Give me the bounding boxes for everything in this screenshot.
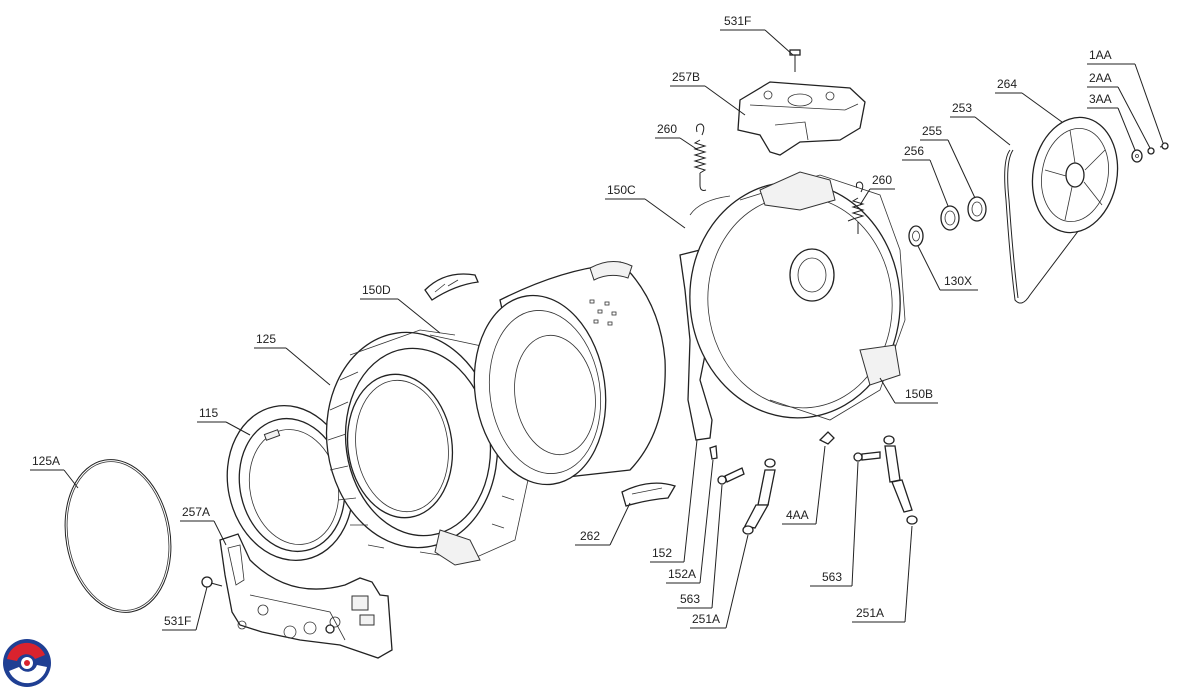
label-130X: 130X	[944, 274, 972, 288]
label-262: 262	[580, 529, 600, 543]
part-257A-front-counterweight	[201, 533, 393, 659]
label-257B: 257B	[672, 70, 700, 84]
label-2AA: 2AA	[1089, 71, 1112, 85]
part-264-pulley	[1031, 116, 1119, 234]
label-264: 264	[997, 77, 1017, 91]
company-logo-icon	[3, 639, 51, 687]
part-563-bolt-left	[717, 467, 745, 485]
part-150D-bracket	[424, 273, 479, 301]
label-563-left: 563	[680, 592, 700, 606]
part-262-lifter	[621, 482, 676, 507]
part-125A-seal-ring	[64, 459, 172, 613]
part-563-bolt-right	[853, 451, 881, 462]
part-4AA-clip	[818, 431, 835, 445]
label-150B: 150B	[905, 387, 933, 401]
part-130X-seal	[908, 225, 924, 247]
label-152: 152	[652, 546, 672, 560]
label-255: 255	[922, 124, 942, 138]
label-125: 125	[256, 332, 276, 346]
label-251A-right: 251A	[856, 606, 884, 620]
part-labels: 531F 257B 260 150C 260 1AA 2AA 3AA 264 2…	[32, 14, 1112, 628]
part-2AA-washer	[1147, 147, 1155, 155]
label-563-right: 563	[822, 570, 842, 584]
part-drum	[473, 261, 666, 486]
label-260-left: 260	[657, 122, 677, 136]
part-150B-rear-tub	[689, 171, 906, 421]
label-150C: 150C	[607, 183, 636, 197]
label-150D: 150D	[362, 283, 391, 297]
leader-lines	[30, 29, 1164, 631]
part-3AA-washer	[1131, 149, 1143, 163]
label-256: 256	[904, 144, 924, 158]
label-115: 115	[199, 406, 218, 420]
part-125-front-tub	[325, 329, 529, 566]
part-152A-pin	[709, 445, 718, 460]
label-4AA: 4AA	[786, 508, 809, 522]
part-256-bearing	[940, 205, 960, 231]
label-1AA: 1AA	[1089, 48, 1112, 62]
part-251A-damper-right	[883, 435, 918, 525]
part-255-bearing	[967, 196, 987, 222]
label-257A: 257A	[182, 505, 210, 519]
label-260-right: 260	[872, 173, 892, 187]
part-260-spring-right	[847, 181, 865, 234]
label-125A: 125A	[32, 454, 60, 468]
part-1AA-bolt	[1159, 142, 1169, 150]
part-260-spring-left	[693, 123, 707, 191]
label-152A: 152A	[668, 567, 696, 581]
part-251A-damper-left	[742, 458, 776, 535]
part-253-belt	[1004, 149, 1086, 304]
label-251A-left: 251A	[692, 612, 720, 626]
label-531F-bottom: 531F	[164, 614, 191, 628]
label-3AA: 3AA	[1089, 92, 1112, 106]
label-531F-top: 531F	[724, 14, 751, 28]
part-257B-top-counterweight	[737, 81, 866, 156]
label-253: 253	[952, 101, 972, 115]
